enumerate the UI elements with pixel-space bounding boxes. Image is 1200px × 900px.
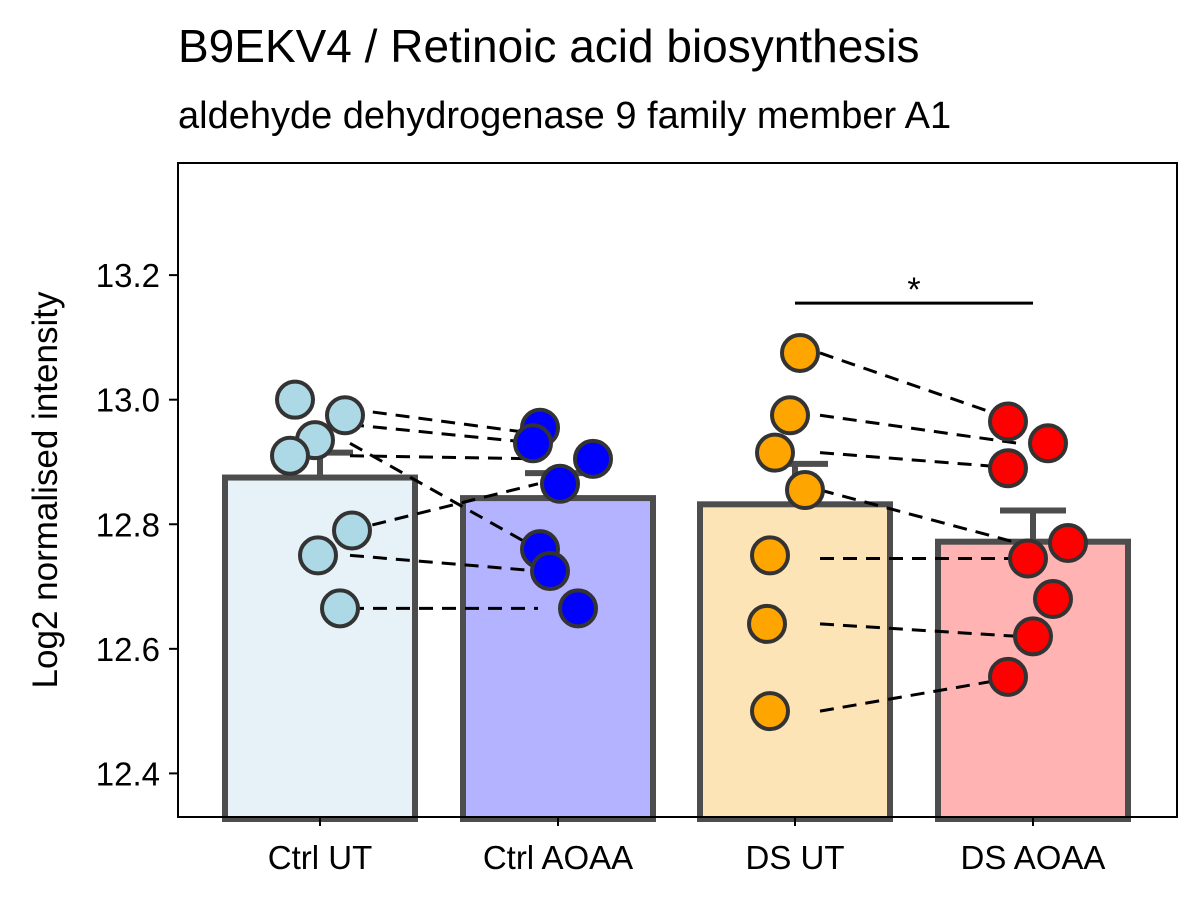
y-tick-label-4: 13.0 (96, 382, 160, 419)
pair-line-ds-6 (819, 622, 1019, 638)
bar-3 (697, 501, 893, 822)
x-tick-label-1: Ctrl UT (268, 839, 372, 876)
data-point-3-7 (750, 691, 790, 732)
data-point-2-2 (513, 423, 553, 464)
pair-line-ctrl-2 (349, 423, 539, 445)
data-point-3-1 (780, 332, 820, 373)
data-point-2-6 (530, 550, 570, 591)
pair-lines-layer (349, 351, 1019, 713)
data-point-4-5 (1008, 538, 1048, 579)
data-point-4-8 (988, 656, 1028, 697)
significance-label: * (907, 271, 920, 309)
y-tick-label-5: 13.2 (96, 257, 160, 294)
data-point-3-6 (747, 603, 787, 644)
data-point-3-4 (785, 470, 825, 510)
data-point-4-3 (988, 448, 1028, 489)
bar-4 (935, 538, 1131, 822)
x-tick-label-2: Ctrl AOAA (483, 839, 633, 876)
points-layer (270, 332, 1088, 732)
data-point-4-4 (1048, 522, 1088, 563)
significance-layer: * (795, 271, 1033, 309)
pair-line-ctrl-5 (349, 482, 539, 532)
data-point-2-3 (573, 438, 613, 479)
data-point-4-1 (988, 401, 1028, 442)
data-point-4-7 (1013, 616, 1053, 657)
y-tick-label-3: 12.8 (96, 506, 160, 543)
data-point-1-7 (320, 588, 360, 629)
pair-line-ds-3 (819, 451, 1019, 470)
x-tick-label-4: DS AOAA (961, 839, 1106, 876)
chart-subtitle: aldehyde dehydrogenase 9 family member A… (178, 95, 952, 137)
pair-line-ctrl-6 (349, 553, 539, 573)
pair-line-ds-2 (819, 413, 1019, 445)
data-point-3-3 (755, 432, 795, 473)
data-point-1-2 (325, 395, 365, 436)
pair-line-ds-1 (819, 351, 1019, 423)
bar-1 (222, 474, 418, 822)
data-point-3-2 (770, 395, 810, 436)
y-axis-title: Log2 normalised intensity (26, 291, 65, 688)
data-point-4-2 (1028, 423, 1068, 464)
data-point-1-4 (270, 435, 310, 476)
x-tick-label-3: DS UT (746, 839, 845, 876)
plot-panel-border (177, 162, 1178, 818)
y-tick-label-2: 12.6 (96, 631, 160, 668)
data-point-4-6 (1033, 579, 1073, 619)
pair-line-ds-7 (819, 675, 1019, 713)
pair-line-ctrl-4 (349, 441, 539, 551)
y-tick-label-1: 12.4 (96, 755, 160, 792)
pair-line-ds-4 (819, 488, 1019, 545)
x-axis: Ctrl UT Ctrl AOAA DS UT DS AOAA (268, 817, 1106, 876)
pair-line-ctrl-3 (349, 454, 539, 461)
data-point-2-7 (558, 588, 598, 629)
y-axis: 12.4 12.6 12.8 13.0 13.2 (96, 257, 178, 792)
data-point-1-1 (275, 379, 315, 420)
data-point-3-5 (750, 535, 790, 576)
chart-title: B9EKV4 / Retinoic acid biosynthesis (178, 20, 920, 72)
data-point-1-6 (298, 535, 338, 576)
pair-line-ctrl-1 (349, 407, 539, 436)
data-point-2-4 (540, 463, 580, 504)
data-point-1-5 (332, 510, 372, 551)
